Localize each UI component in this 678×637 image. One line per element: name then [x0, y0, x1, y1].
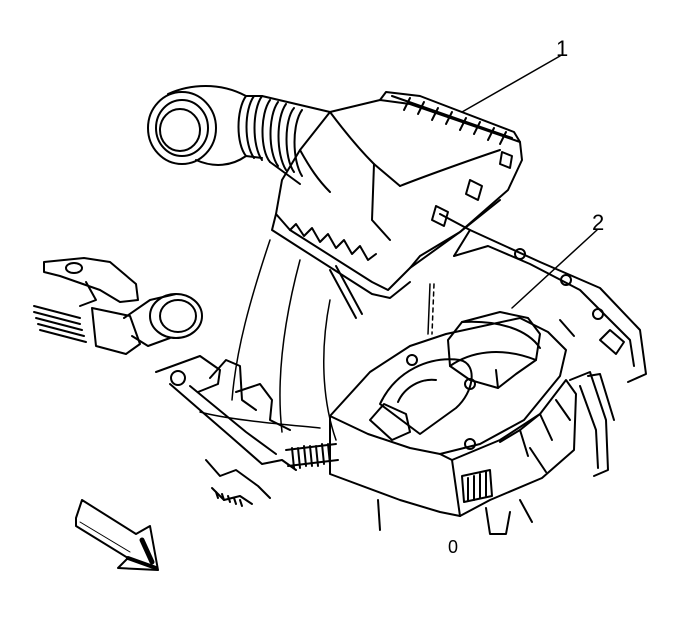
left-bracket [33, 257, 203, 355]
air-cleaner-lower-housing [329, 311, 577, 535]
front-direction-arrow [75, 499, 159, 571]
air-intake-duct [147, 85, 331, 185]
linkage-arm [155, 355, 297, 507]
background-contours [199, 239, 435, 441]
air-cleaner-outlet-duct [271, 91, 523, 319]
right-radiator-support [439, 213, 647, 477]
callout-1: 1 [556, 36, 569, 61]
leader-line-1 [461, 55, 561, 113]
callout-0: 0 [448, 537, 459, 557]
callout-2: 2 [592, 210, 605, 235]
leader-lines [461, 55, 598, 309]
